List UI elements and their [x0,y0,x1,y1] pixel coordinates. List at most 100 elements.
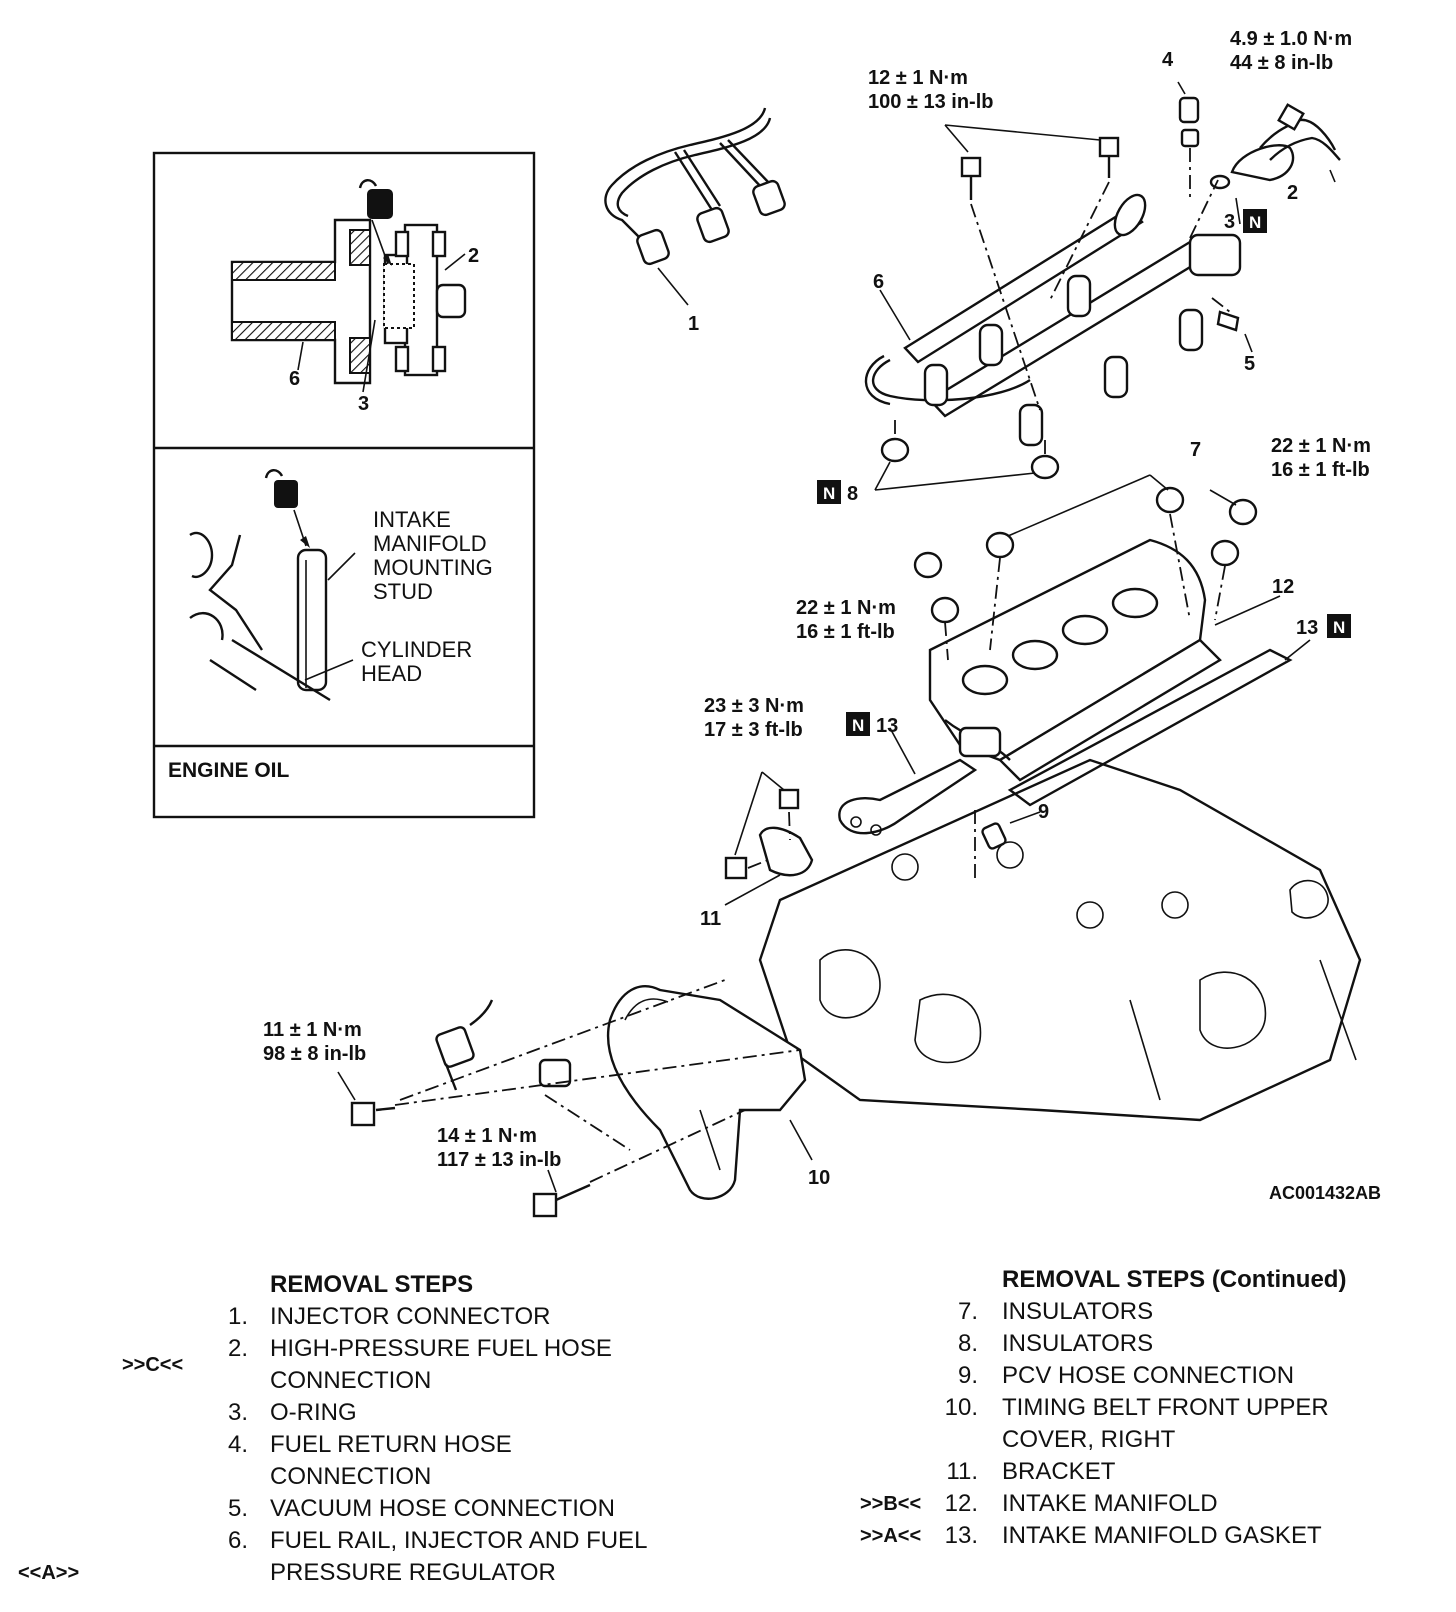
torque-cover-upper: 11 ± 1 N·m 98 ± 8 in-lb [263,1019,367,1065]
callout-8: 8 [847,483,858,505]
step-text: INSULATORS [1002,1330,1154,1357]
step-number: 6. [227,1527,248,1554]
pressure-regulator-parts [1177,81,1341,353]
step-number: 11. [946,1458,978,1485]
removal-steps: REMOVAL STEPS 1. INJECTOR CONNECTOR 2. HIGH… [0,1269,720,1589]
step-text: TIMING BELT FRONT UPPER [1002,1394,1329,1421]
step-procedure-mark: >>B<< [860,1493,922,1515]
callout-10: 10 [808,1167,830,1189]
inset-callout-2: 2 [468,245,479,267]
step-item: 7. INSULATORS [720,1296,1456,1328]
step-text: INJECTOR CONNECTOR [270,1303,551,1330]
step-item: 10. TIMING BELT FRONT UPPER [720,1392,1456,1424]
inset-callout-6: 6 [289,368,300,390]
removal-steps-continued-heading: REMOVAL STEPS (Continued) [1002,1266,1347,1293]
inset-fuel-rail-section: 2 6 3 [230,179,479,415]
step-text: VACUUM HOSE CONNECTION [270,1495,615,1522]
detail-inset: 2 6 3 INTAKE MANIFOLD MOUNTING STUD [152,151,536,819]
callout-13-left-new-part-marker: N [846,712,870,736]
step-number: 7. [957,1298,978,1325]
torque-cover-lower: 14 ± 1 N·m 117 ± 13 in-lb [437,1125,561,1171]
intake-manifold-mounting-stud-label: INTAKE MANIFOLD MOUNTING STUD [373,507,499,604]
callout-8-new-part-marker: N [817,480,841,504]
callout-7: 7 [1190,439,1201,461]
step-item: COVER, RIGHT [720,1424,1456,1456]
step-text: BRACKET [1002,1458,1116,1485]
step-text: INTAKE MANIFOLD [1002,1490,1218,1517]
torque-manifold-left: 22 ± 1 N·m 16 ± 1 ft-lb [796,597,901,643]
callout-13-right-new-part-marker: N [1327,614,1351,638]
step-text: INSULATORS [1002,1298,1154,1325]
intake-manifold [913,474,1281,782]
step-item: 12. INTAKE MANIFOLD >>B<< [720,1488,1456,1520]
step-item: 1. INJECTOR CONNECTOR [0,1301,720,1333]
step-number: 10. [944,1394,978,1421]
inset-frame [152,151,536,819]
step-text: CONNECTION [270,1367,432,1394]
step-item: 4.FUEL RETURN HOSE [0,1429,720,1461]
step-number: 2. [227,1335,248,1362]
callout-13-left: 13 [876,715,898,737]
callout-1: 1 [688,313,699,335]
callout-9: 9 [1038,801,1049,823]
callout-6: 6 [873,271,884,293]
step-item: 11. BRACKET [720,1456,1456,1488]
step-item: PRESSURE REGULATOR <<A>> [0,1557,720,1589]
step-number: 4. [227,1431,248,1458]
step-item: 2. HIGH-PRESSURE FUEL HOSE >>C<< [0,1333,720,1376]
step-text: O-RING [270,1399,357,1426]
callout-3: 3 [1224,211,1235,233]
svg-text:N: N [1333,618,1345,637]
figure-code: AC001432AB [1269,1183,1381,1203]
engine-block [758,758,1362,1122]
svg-text:N: N [823,484,835,503]
step-item: 13. INTAKE MANIFOLD GASKET >>A<< [720,1520,1456,1552]
cylinder-head-label: CYLINDER HEAD [361,637,478,686]
step-number: 1. [227,1303,248,1330]
callout-13-right: 13 [1296,617,1318,639]
inset-callout-3: 3 [358,393,369,415]
step-item: 6. FUEL RAIL, INJECTOR AND FUEL [0,1525,720,1557]
step-text: PRESSURE REGULATOR [270,1559,556,1586]
callout-11: 11 [700,908,721,930]
step-number: 12. [944,1490,978,1517]
inset-stud-detail: INTAKE MANIFOLD MOUNTING STUD CYLINDER H… [189,469,499,702]
torque-bracket: 23 ± 3 N·m 17 ± 3 ft-lb [704,695,809,741]
step-item: 5.VACUUM HOSE CONNECTION [0,1493,720,1525]
injector-harness: 1 [604,107,786,335]
torque-manifold-right: 22 ± 1 N·m 16 ± 1 ft-lb [1271,435,1376,481]
step-procedure-mark: <<A>> [18,1562,80,1584]
svg-text:N: N [1249,213,1261,232]
step-item: 3. O-RING [0,1397,720,1429]
step-procedure-mark: >>A<< [860,1525,922,1547]
step-item: CONNECTION [0,1365,720,1397]
callout-12: 12 [1272,576,1294,598]
step-item: 8.INSULATORS [720,1328,1456,1360]
step-item: CONNECTION [0,1461,720,1493]
step-number: 9. [957,1362,978,1389]
fuel-rail-assembly [864,124,1242,491]
intake-manifold-gaskets [838,639,1311,836]
callout-2: 2 [1287,182,1298,204]
callout-4: 4 [1162,49,1174,71]
engine-oil-label: ENGINE OIL [168,759,290,782]
step-text: FUEL RAIL, INJECTOR AND FUEL [270,1527,648,1554]
torque-pressure-regulator: 4.9 ± 1.0 N·m 44 ± 8 in-lb [1230,28,1358,74]
injectors [923,274,1204,447]
step-text: PCV HOSE CONNECTION [1002,1362,1295,1389]
timing-belt-cover [337,979,813,1218]
callout-5: 5 [1244,353,1255,375]
removal-steps-heading: REMOVAL STEPS [270,1271,474,1298]
step-procedure-mark: >>C<< [122,1354,184,1376]
step-number: 13. [944,1522,978,1549]
torque-fuel-rail-bolts: 12 ± 1 N·m 100 ± 13 in-lb [868,67,993,113]
step-text: HIGH-PRESSURE FUEL HOSE [270,1335,612,1362]
fuel-rail-bolts [960,136,1120,200]
step-number: 3. [227,1399,248,1426]
step-text: INTAKE MANIFOLD GASKET [1002,1522,1322,1549]
exploded-view-diagram: 2 6 3 INTAKE MANIFOLD MOUNTING STUD [152,28,1381,1218]
step-item: 9. PCV HOSE CONNECTION [720,1360,1456,1392]
bracket [724,771,814,906]
